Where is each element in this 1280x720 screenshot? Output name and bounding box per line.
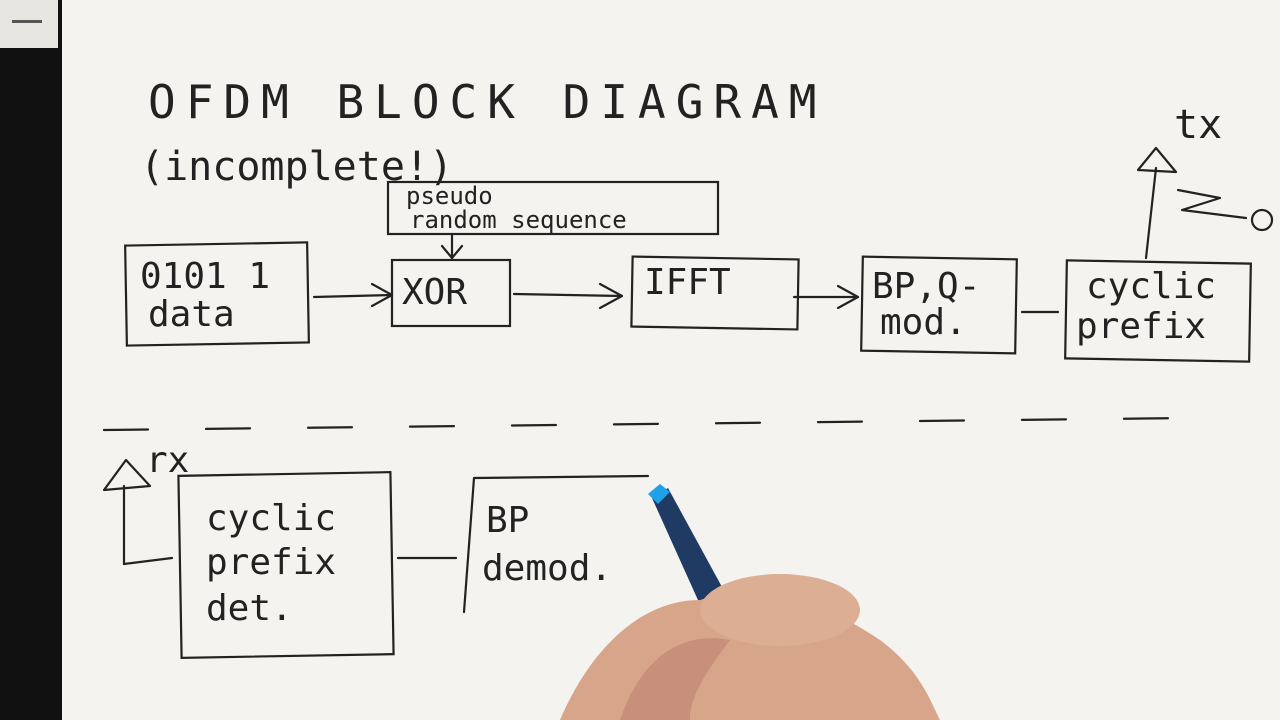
diagram-title: OFDM BLOCK DIAGRAM	[148, 75, 827, 129]
block-xor: XOR	[390, 258, 512, 328]
block-modulator-line2: mod.	[880, 302, 967, 343]
block-ifft-label: IFFT	[644, 262, 731, 303]
block-data-line2: data	[148, 294, 235, 335]
block-prbs-line2: random sequence	[410, 206, 627, 234]
rx-label: rx	[146, 440, 189, 481]
block-demodulator-line1: BP	[486, 500, 529, 541]
left-frame-edge	[0, 0, 62, 720]
block-cp-detect-line1: cyclic	[206, 498, 336, 539]
tx-rx-separator	[102, 416, 1192, 432]
block-modulator: BP,Q- mod.	[860, 255, 1018, 355]
block-cp-detect-line3: det.	[206, 588, 293, 629]
block-prbs-line1: pseudo	[406, 182, 493, 210]
block-cyclic-prefix: cyclic prefix	[1064, 259, 1252, 363]
arrow-ifft-to-mod	[792, 284, 860, 310]
tx-antenna-icon	[1136, 146, 1274, 260]
block-prbs: pseudo random sequence	[386, 180, 720, 236]
block-cyclic-prefix-line2: prefix	[1076, 306, 1206, 347]
block-demodulator: BP demod.	[462, 474, 650, 614]
tx-label: tx	[1174, 102, 1222, 148]
block-cp-detect: cyclic prefix det.	[177, 471, 395, 659]
block-modulator-line1: BP,Q-	[872, 266, 980, 307]
rx-antenna-icon	[102, 458, 174, 566]
block-demodulator-line2: demod.	[482, 548, 612, 589]
block-data: 0101 1 data	[124, 241, 310, 347]
block-cp-detect-line2: prefix	[206, 542, 336, 583]
block-data-line1: 0101 1	[140, 256, 270, 297]
block-xor-label: XOR	[402, 272, 467, 313]
hand-with-marker	[560, 484, 940, 720]
block-cyclic-prefix-line1: cyclic	[1086, 266, 1216, 307]
arrow-data-to-xor	[312, 282, 394, 308]
block-ifft: IFFT	[630, 255, 800, 331]
arrow-xor-to-ifft	[512, 282, 624, 310]
arrow-prbs-to-xor	[440, 232, 464, 260]
